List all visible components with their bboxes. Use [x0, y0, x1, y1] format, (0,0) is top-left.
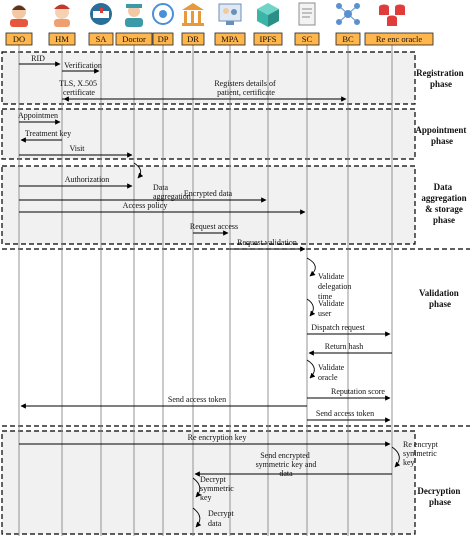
actor-box-mpa	[214, 32, 246, 46]
msg-appointment: Appointmen	[18, 111, 58, 120]
phase-labels: Registration phase Appointment phase Dat…	[415, 68, 468, 507]
lifelines	[18, 45, 393, 536]
ambulance-icon	[90, 3, 112, 25]
aggregation-zone	[1, 165, 416, 245]
actor-icons	[10, 2, 405, 27]
msg-registers: Registers details of patient, certificat…	[214, 79, 277, 97]
msg-data-aggregation: Data aggregation	[153, 183, 191, 201]
actor-box-ipfs	[253, 32, 283, 46]
msg-send-token-oracle: Send access token	[316, 409, 374, 418]
registration-zone	[1, 51, 416, 105]
phase-label-decryption: Decryption phase	[417, 486, 462, 507]
institution-icon	[182, 3, 204, 26]
actor-label-oracle: Re enc oracle	[376, 34, 422, 44]
msg-encrypted-data: Encrypted data	[184, 189, 233, 198]
msg-send-token-do: Send access token	[168, 395, 226, 404]
messages: RID Verification TLS, X.505 certificate …	[18, 54, 440, 528]
actor-label-hm: HM	[55, 34, 69, 44]
phase-label-validation: Validation phase	[419, 288, 461, 309]
msg-access-policy: Access policy	[123, 201, 168, 210]
msg-return-hash: Return hash	[325, 342, 363, 351]
actor-label-dr: DR	[187, 34, 199, 44]
arrow-validate-delegation	[306, 257, 316, 277]
actor-box-dp	[152, 32, 174, 46]
msg-re-encryption-key: Re encryption key	[188, 433, 247, 442]
actor-label-mpa: MPA	[221, 34, 240, 44]
arrow-decrypt-data	[192, 507, 202, 528]
arrow-decrypt-key	[192, 477, 202, 498]
blockchain-icon	[336, 3, 360, 25]
msg-validate-user: Validate user	[318, 299, 346, 318]
patient-icon	[10, 5, 28, 27]
actor-label-doctor: Doctor	[122, 34, 146, 44]
msg-rid: RID	[31, 54, 45, 63]
msg-decrypt-data: Decrypt data	[208, 509, 236, 528]
actor-box-sa	[88, 32, 114, 46]
msg-authorization: Authorization	[65, 175, 109, 184]
arrow-validate-oracle	[306, 359, 316, 379]
actor-box-do	[5, 32, 33, 46]
actor-box-doctor	[115, 32, 153, 46]
msg-request-validation: Request validation	[237, 238, 297, 247]
nurse-icon	[54, 4, 70, 27]
appointment-zone	[1, 108, 416, 160]
actor-label-sa: SA	[96, 34, 108, 44]
msg-verification: Verification	[64, 61, 102, 70]
cube-icon	[257, 3, 279, 27]
actor-label-ipfs: IPFS	[259, 34, 276, 44]
doctor-icon	[125, 4, 143, 27]
actor-box-bc	[335, 32, 361, 46]
msg-visit: Visit	[69, 144, 85, 153]
actor-label-bc: BC	[342, 34, 354, 44]
msg-dispatch-request: Dispatch request	[311, 323, 365, 332]
msg-treatment-key: Treatment key	[25, 129, 71, 138]
msg-tls: TLS, X.505 certificate	[59, 79, 99, 97]
actor-label-do: DO	[13, 34, 25, 44]
actor-label-sc: SC	[302, 34, 313, 44]
monitor-icon	[218, 3, 242, 25]
arrow-validate-user	[306, 298, 316, 317]
arrow-re-encrypt-key	[391, 446, 401, 468]
actor-box-oracle	[364, 32, 434, 46]
arrow-data-aggregation	[133, 162, 144, 179]
contract-icon	[298, 2, 316, 26]
actor-box-dr	[181, 32, 205, 46]
actor-box-hm	[48, 32, 76, 46]
data-processing-icon	[152, 3, 174, 25]
phase-label-appointment: Appointment phase	[415, 125, 468, 146]
msg-reputation-score: Reputation score	[331, 387, 385, 396]
database-icon	[379, 4, 405, 26]
phase-label-registration: Registration phase	[416, 68, 466, 89]
actor-box-sc	[294, 32, 320, 46]
msg-validate-oracle: Validate oracle	[318, 363, 346, 382]
actor-row: DO HM SA Doctor DP DR MPA IPFS SC BC Re …	[5, 32, 434, 46]
msg-request-access: Request access	[190, 222, 238, 231]
actor-label-dp: DP	[158, 34, 169, 44]
decryption-zone	[1, 430, 416, 535]
